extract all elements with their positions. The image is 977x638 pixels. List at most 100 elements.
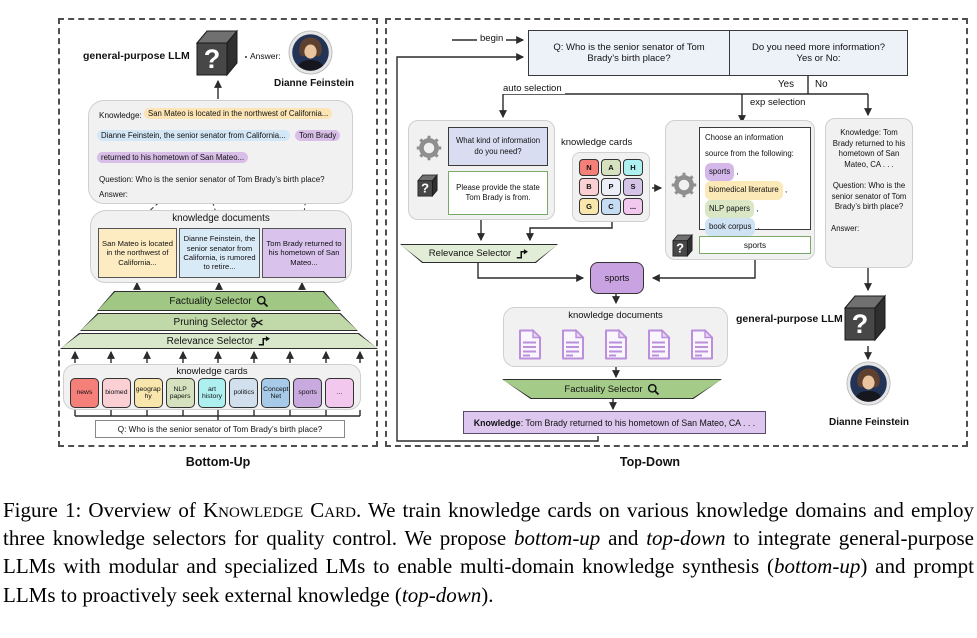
no-box-question: Question: Who is the senior senator of T… [831, 181, 907, 212]
document-icon [646, 328, 672, 361]
selector-label: Pruning Selector [173, 316, 248, 328]
prompt-box: Knowledge: San Mateo is located in the n… [88, 100, 353, 204]
grid-title: knowledge cards [561, 137, 633, 148]
llm-cube-icon: ? [671, 233, 695, 259]
gear-icon [415, 134, 443, 162]
exp-selection-label: exp selection [747, 97, 809, 108]
exp-option: NLP papers [705, 199, 755, 219]
auto-answer-box: Please provide the state Tom Brady is fr… [448, 171, 548, 215]
selector-label: Factuality Selector [169, 295, 252, 307]
grid-card: S [623, 178, 643, 196]
begin-label: begin [477, 33, 507, 44]
grid-card: H [623, 159, 643, 177]
grid-card: N [579, 159, 599, 177]
auto-selection-label: auto selection [500, 83, 565, 94]
knowledge-card: geography [133, 378, 163, 408]
question-box: Q: Who is the senior senator of Tom Brad… [95, 420, 345, 438]
top-down-panel [385, 18, 968, 447]
person-name: Dianne Feinstein [273, 78, 354, 89]
no-label: No [815, 79, 828, 90]
no-box-answer: Answer: [831, 223, 860, 233]
yes-label: Yes [778, 79, 794, 90]
grid-card: B [579, 178, 599, 196]
no-branch-box: Knowledge: Tom Brady returned to his hom… [825, 118, 913, 268]
knowledge-bold: Knowledge [473, 417, 521, 428]
svg-text:?: ? [852, 309, 869, 339]
auto-selection-box: What kind of information do you need? ? … [408, 120, 555, 220]
knowledge-card: ... [325, 378, 355, 408]
begin-question: Q: Who is the senior senator of Tom Brad… [529, 31, 730, 75]
route-arrow-icon [515, 248, 529, 260]
exp-prompt-prefix: Choose an information source from the fo… [705, 133, 794, 159]
person-avatar [288, 30, 333, 75]
knowledge-documents-title: knowledge documents [172, 213, 270, 224]
scissors-icon [251, 316, 264, 329]
knowledge-card: sports [293, 378, 323, 408]
exp-choose-box: Choose an information source from the fo… [699, 127, 811, 237]
selector-label: Factuality Selector [564, 383, 643, 395]
knowledge-label: Knowledge: [99, 111, 142, 120]
knowledge-card: politics [229, 378, 259, 408]
grid-card: C [601, 197, 621, 215]
exp-option: sports [705, 162, 735, 182]
doc-card: San Mateo is located in the northwest of… [98, 228, 177, 278]
grid-card: G [579, 197, 599, 215]
selector-label: Relevance Selector [428, 248, 512, 259]
sports-node: sports [590, 262, 644, 294]
grid-card: A [601, 159, 621, 177]
figure-caption: Figure 1: Overview of Knowledge Card. We… [3, 498, 974, 607]
knowledge-card: ConceptNet [261, 378, 291, 408]
knowledge-card: art history [197, 378, 227, 408]
exp-selection-box: Choose an information source from the fo… [665, 120, 815, 260]
prompt-answer: Answer: [99, 190, 128, 199]
knowledge-cards-grid: N A H B P S G C ... [572, 152, 650, 222]
grid-card: P [601, 178, 621, 196]
knowledge-output-bar: Knowledge: Tom Brady returned to his hom… [463, 411, 766, 434]
smallcaps-knowledge-card: Knowledge Card [203, 498, 356, 522]
knowledge-card: NLP papers [165, 378, 195, 408]
prompt-question: Question: Who is the senior senator of T… [99, 175, 325, 184]
svg-text:?: ? [204, 44, 221, 74]
knowledge-documents-box-top-down: knowledge documents [503, 307, 728, 367]
llm-cube-icon: ? [193, 27, 243, 81]
bottom-up-label: Bottom-Up [185, 455, 251, 469]
pruning-selector: Pruning Selector [80, 313, 358, 331]
relevance-selector: Relevance Selector [60, 333, 378, 349]
knowledge-cards-title: knowledge cards [176, 366, 248, 377]
knowledge-documents-title: knowledge documents [568, 310, 663, 321]
gear-icon [670, 171, 698, 199]
doc-card: Dianne Feinstein, the senior senator fro… [179, 228, 260, 278]
factuality-selector-top-down: Factuality Selector [502, 379, 722, 399]
route-arrow-icon [257, 335, 271, 347]
magnifier-icon [256, 295, 269, 308]
knowledge-highlight: San Mateo is located in the northwest of… [144, 108, 333, 119]
exp-answer-box: sports [699, 236, 811, 254]
no-box-knowledge: Knowledge: Tom Brady returned to his hom… [832, 128, 906, 169]
document-icon [689, 328, 715, 361]
llm-label-top-down: general-purpose LLM [736, 313, 843, 325]
bottom-up-panel [58, 18, 378, 447]
factuality-selector: Factuality Selector [97, 291, 341, 311]
exp-option: book corpus [705, 218, 756, 237]
relevance-selector-top-down: Relevance Selector [400, 244, 558, 263]
llm-cube-icon: ? [841, 292, 891, 346]
magnifier-icon [647, 383, 660, 396]
selector-label: Relevance Selector [166, 335, 254, 347]
document-icon [603, 328, 629, 361]
doc-card: Tom Brady returned to his hometown of Sa… [262, 228, 346, 278]
svg-text:?: ? [676, 241, 684, 256]
person-avatar [846, 361, 891, 406]
prompt-purple-highlight: returned to his hometown of San Mateo... [97, 152, 249, 163]
knowledge-card: biomed [101, 378, 131, 408]
knowledge-cards-box: knowledge cards news biomed geography NL… [63, 364, 361, 410]
prompt-blue-highlight: Dianne Feinstein, the senior senator fro… [97, 130, 290, 141]
need-info-question: Do you need more information? Yes or No: [751, 42, 886, 64]
document-icon [517, 328, 543, 361]
answer-arrow-label: Answer: [247, 51, 284, 61]
knowledge-card: news [70, 378, 99, 408]
svg-text:?: ? [421, 181, 429, 196]
knowledge-rest: : Tom Brady returned to his hometown of … [520, 417, 756, 428]
document-icon [560, 328, 586, 361]
llm-label: general-purpose LLM [83, 50, 190, 62]
person-name: Dianne Feinstein [828, 417, 909, 428]
